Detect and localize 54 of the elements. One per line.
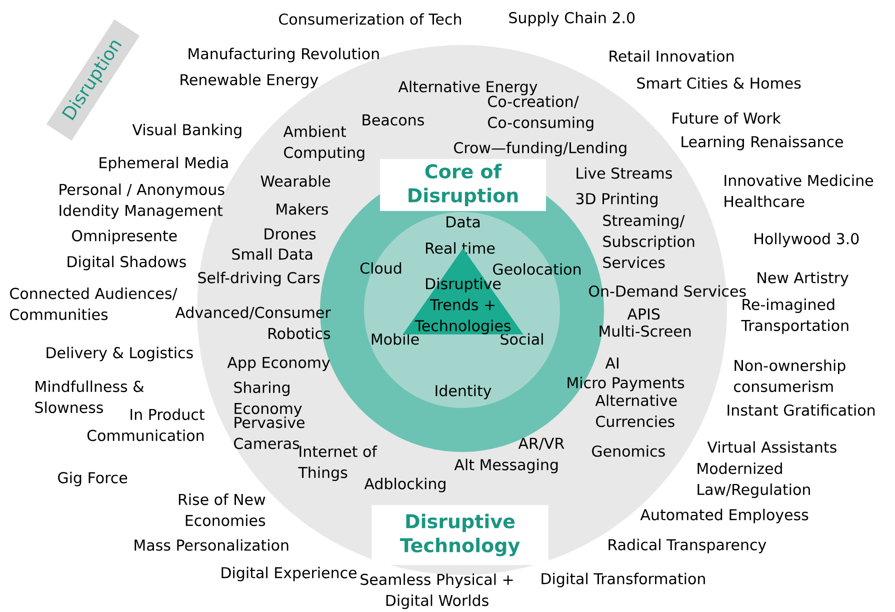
topic-label: Non-ownership consumerism	[734, 360, 846, 392]
topic-label: Future of Work	[672, 112, 781, 124]
topic-label: Personal / Anonymous Idendity Management	[60, 184, 224, 220]
topic-label: Digital Shadows	[68, 256, 186, 270]
topic-label: Rise of New Economies	[178, 494, 266, 526]
topic-label: Ambient Computing	[283, 126, 364, 162]
topic-label: Advanced/Consumer Robotics	[175, 306, 331, 340]
topic-label: Co-creation/ Co-consuming	[488, 96, 594, 132]
topic-label: Sharing Economy	[234, 382, 302, 418]
topic-label: Live Streams	[576, 167, 672, 179]
topic-label: Micro Payments	[568, 376, 684, 392]
topic-label: 3D Printing	[576, 192, 658, 208]
topic-label: Multi-Screen	[600, 325, 691, 337]
topic-label: Modernized Law/Regulation	[698, 462, 810, 498]
topic-label: Learning Renaissance	[682, 136, 843, 150]
topic-label: Self-driving Cars	[198, 272, 320, 286]
topic-label: On-Demand Services	[589, 285, 746, 297]
topic-label: Virtual Assistants	[707, 441, 836, 453]
topic-label: Digital Transformation	[542, 572, 705, 588]
topic-label: Crow—funding/Lending	[454, 142, 626, 156]
topic-label: Alternative Energy	[398, 80, 538, 96]
topic-label: Mass Personalization	[134, 539, 288, 551]
topic-label: AR/VR	[518, 438, 564, 450]
topic-label: Seamless Physical + Digital Worlds	[360, 574, 513, 610]
topic-label: Gig Force	[58, 472, 128, 486]
topic-label: Wearable	[260, 175, 330, 187]
topic-label: Ephemeral Media	[100, 156, 228, 172]
topic-label: Alt Messaging	[454, 458, 558, 474]
topic-label: Renewable Energy	[180, 74, 318, 88]
topic-label: Hollywood 3.0	[754, 232, 859, 248]
topic-label: AI	[605, 358, 618, 368]
topic-label: Consumerization of Tech	[279, 13, 461, 25]
topic-label: Re-imagined Transportation	[741, 298, 848, 334]
topic-label: Retail Innovation	[610, 50, 734, 62]
topic-label: Supply Chain 2.0	[509, 12, 635, 26]
topic-label: Drones	[264, 228, 316, 240]
topic-label: Automated Employess	[640, 508, 808, 524]
topic-label: Radical Transparency	[608, 538, 766, 554]
topic-label: Streaming/ Subscription Services	[603, 214, 694, 268]
topic-label: New Artistry	[758, 272, 848, 286]
topic-label: APIS	[627, 308, 660, 320]
topic-label: Genomics	[592, 445, 665, 457]
topic-label: Makers	[276, 203, 328, 215]
topic-label: Small Data	[232, 248, 312, 260]
topic-label: Omnipresente	[72, 230, 177, 244]
topic-label: Beacons	[362, 114, 424, 126]
topic-label: Smart Cities & Homes	[637, 77, 801, 89]
topic-label: Manufacturing Revolution	[188, 48, 379, 62]
topic-label: Digital Experience	[222, 566, 356, 582]
topic-label: Alternative Currencies	[595, 394, 677, 428]
topic-label: Instant Gratification	[728, 404, 875, 416]
topic-label: Delivery & Logistics	[46, 346, 193, 362]
topic-label: App Economy	[227, 356, 330, 372]
topic-label: Innovative Medicine Healthcare	[724, 174, 874, 208]
